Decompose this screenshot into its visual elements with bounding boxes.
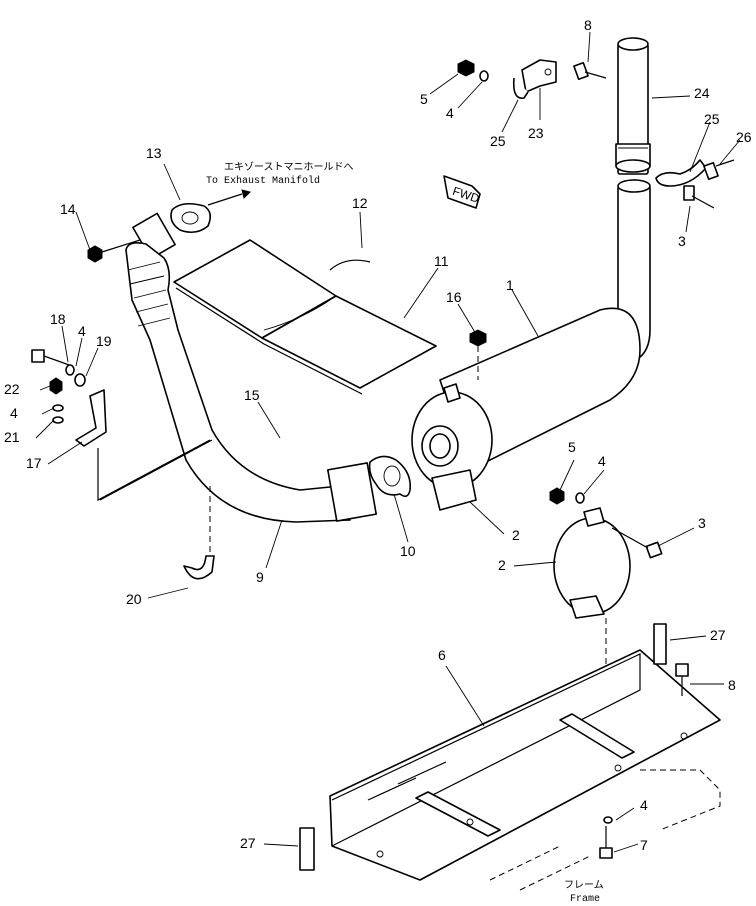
- callout-4-top: 4: [446, 105, 454, 121]
- gasket-13: [170, 202, 212, 234]
- callout-6: 6: [438, 647, 446, 663]
- washers-left: [49, 364, 86, 424]
- callout-3-mid: 3: [698, 515, 706, 531]
- callout-4-left-a: 4: [78, 323, 86, 339]
- callout-26: 26: [736, 129, 752, 145]
- callout-4-bottom: 4: [640, 797, 648, 813]
- callout-4-mid: 4: [598, 453, 606, 469]
- callout-17: 17: [26, 455, 42, 471]
- frame-bracket: [329, 649, 721, 881]
- frame-outline: [489, 769, 721, 891]
- nut-5-top: [457, 59, 489, 82]
- callout-numbers: 8 24 5 4 25 23 25 26 3 13 14 12 11 1 16 …: [4, 17, 752, 853]
- callout-13: 13: [146, 145, 162, 161]
- callout-27-right: 27: [710, 627, 726, 643]
- callout-10: 10: [400, 543, 416, 559]
- tail-pipe: [615, 37, 651, 175]
- heat-shield: [173, 239, 437, 395]
- callout-12: 12: [352, 195, 368, 211]
- callout-21: 21: [4, 429, 20, 445]
- frame-label-jp: フレーム: [564, 879, 604, 892]
- callout-8-top: 8: [584, 17, 592, 33]
- bolt-18: [31, 349, 73, 367]
- callout-2-band: 2: [498, 557, 506, 573]
- fwd-arrow-icon: FWD: [443, 175, 481, 209]
- nut-5-mid: [549, 487, 585, 505]
- exhaust-pipe: [125, 212, 378, 523]
- callout-23: 23: [528, 125, 544, 141]
- callout-16: 16: [446, 289, 462, 305]
- nut-14: [87, 239, 141, 263]
- callout-14: 14: [60, 201, 76, 217]
- muffler: [411, 179, 651, 511]
- nut-16: [469, 329, 487, 380]
- callout-5-top: 5: [420, 91, 428, 107]
- gasket-10: [368, 455, 412, 498]
- spacer-27-left: [299, 827, 315, 871]
- bolt-8-right: [675, 663, 689, 696]
- bolt-7: [599, 816, 613, 859]
- leader-lines: [35, 31, 741, 853]
- callout-25-top: 25: [490, 133, 506, 149]
- manifold-label-jp: エキゾーストマニホールドへ: [224, 161, 354, 174]
- callout-18: 18: [50, 311, 66, 327]
- callout-19: 19: [96, 333, 112, 349]
- callout-2-muffler: 2: [512, 527, 520, 543]
- callout-20: 20: [126, 591, 142, 607]
- callout-8-right: 8: [728, 677, 736, 693]
- callout-22: 22: [4, 381, 20, 397]
- callout-3-top: 3: [678, 233, 686, 249]
- upper-clamp-bracket: [512, 59, 557, 99]
- callout-4-left-b: 4: [10, 405, 18, 421]
- clamp-20: [183, 486, 215, 580]
- manifold-arrow: [207, 193, 243, 206]
- manifold-arrow-head: [241, 189, 251, 199]
- callout-11: 11: [434, 253, 449, 269]
- spacer-27-right: [653, 623, 667, 665]
- callout-5-mid: 5: [568, 439, 576, 455]
- cable-12: [329, 259, 371, 271]
- callout-27-left: 27: [240, 835, 256, 851]
- callout-7: 7: [640, 837, 648, 853]
- manifold-label-en: To Exhaust Manifold: [206, 175, 320, 187]
- callout-24: 24: [694, 85, 710, 101]
- bolt-8-top: [573, 61, 607, 81]
- band-clamp-2: [553, 507, 631, 760]
- callout-25-right: 25: [704, 111, 720, 127]
- bolt-3-mid: [611, 527, 663, 559]
- callout-1: 1: [506, 277, 514, 293]
- lower-clamp-26: [655, 159, 735, 209]
- callout-15: 15: [244, 387, 260, 403]
- callout-9: 9: [256, 569, 264, 585]
- frame-label-en: Frame: [570, 894, 600, 905]
- bracket-17: [75, 389, 213, 502]
